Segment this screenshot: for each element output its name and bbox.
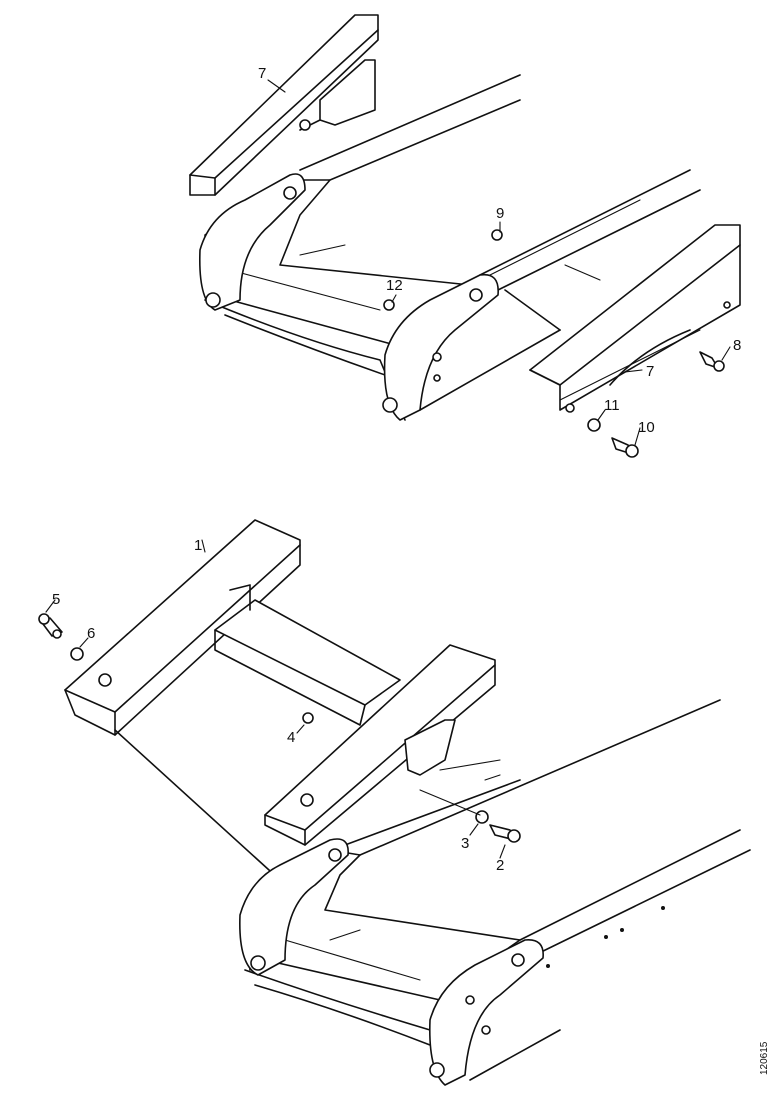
callout-9: 9 (496, 205, 504, 222)
callout-1: 1 (194, 537, 202, 554)
callout-11: 11 (604, 397, 620, 414)
crossmember-part-1-left (64, 519, 301, 736)
callout-8: 8 (733, 337, 741, 354)
callout-7-top: 7 (258, 65, 266, 82)
top-assembly (189, 14, 741, 458)
callout-7-right: 7 (646, 363, 654, 380)
callout-5: 5 (52, 591, 60, 608)
callout-12: 12 (386, 277, 403, 294)
callout-3: 3 (461, 835, 469, 852)
cross-tube (214, 599, 401, 706)
channel-part-7-right (529, 224, 741, 413)
lower-left-hanger (239, 838, 349, 976)
callout-4: 4 (287, 729, 295, 746)
nut-4 (302, 712, 314, 724)
figure-code: 120615 (759, 1041, 770, 1075)
channel-part-7-left (189, 14, 379, 196)
nut-12 (383, 299, 395, 311)
crossmember-part-1-right (264, 644, 496, 846)
washer-3 (475, 810, 489, 824)
callout-6: 6 (87, 625, 95, 642)
washer-11 (587, 418, 601, 432)
callout-10: 10 (638, 419, 655, 436)
bottom-assembly (38, 519, 751, 1086)
nut-9 (491, 229, 503, 241)
callout-2: 2 (496, 857, 504, 874)
washer-6 (70, 647, 84, 661)
